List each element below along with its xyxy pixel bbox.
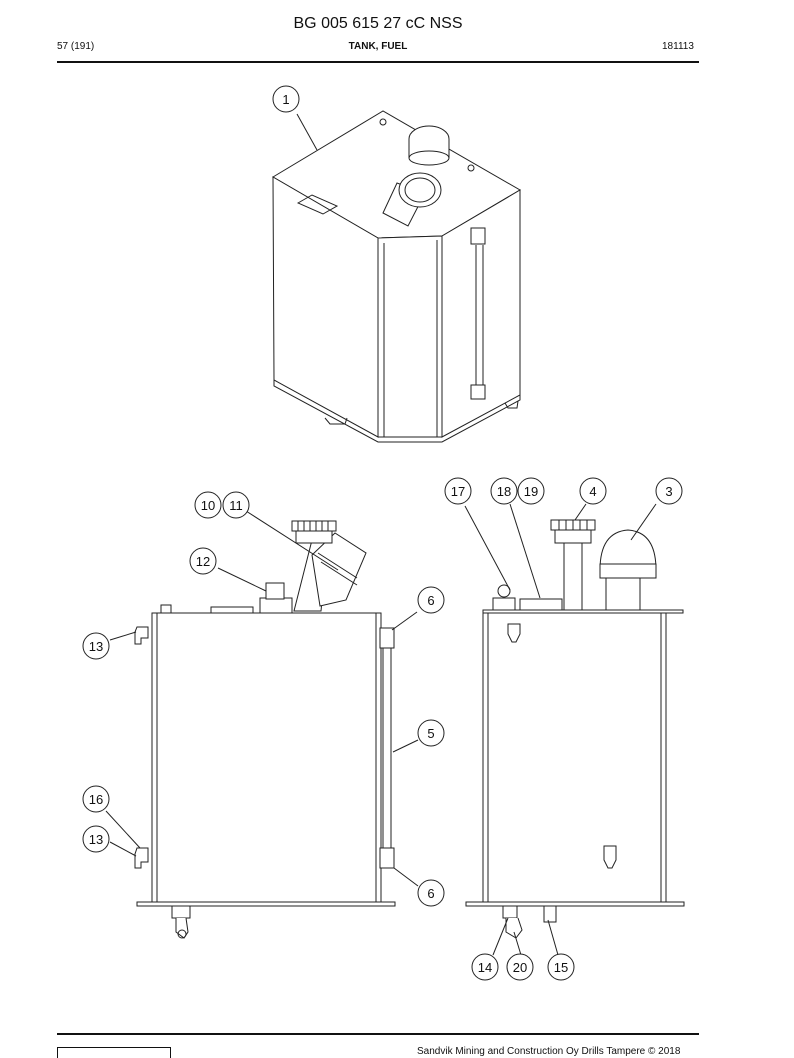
callout-label: 6 <box>427 593 434 608</box>
isometric-tank-view <box>272 110 521 443</box>
callout-label: 20 <box>513 960 527 975</box>
callout-1: 1 <box>272 85 300 113</box>
callout-15: 15 <box>547 953 575 981</box>
callout-label: 13 <box>89 832 103 847</box>
front-view-tank <box>465 519 685 939</box>
callout-label: 15 <box>554 960 568 975</box>
callout-label: 18 <box>497 484 511 499</box>
callout-16: 16 <box>82 785 110 813</box>
callout-label: 19 <box>524 484 538 499</box>
callout-11: 11 <box>222 491 250 519</box>
callout-label: 16 <box>89 792 103 807</box>
document-title: BG 005 615 27 cC NSS <box>293 15 463 32</box>
section-title: TANK, FUEL <box>348 41 408 52</box>
footer-copyright: Sandvik Mining and Construction Oy Drill… <box>417 1046 681 1057</box>
callout-label: 5 <box>427 726 434 741</box>
callout-3: 3 <box>655 477 683 505</box>
callout-label: 11 <box>229 498 243 513</box>
callout-18: 18 <box>490 477 518 505</box>
callout-10: 10 <box>194 491 222 519</box>
page-reference: 57 (191) <box>57 41 95 52</box>
callout-label: 4 <box>589 484 596 499</box>
callout-label: 6 <box>427 886 434 901</box>
callout-label: 3 <box>665 484 672 499</box>
callout-6-bottom: 6 <box>417 879 445 907</box>
footer-rule <box>57 1033 699 1035</box>
callout-13-top: 13 <box>82 632 110 660</box>
callout-20: 20 <box>506 953 534 981</box>
leader-lines <box>105 113 657 956</box>
callout-14: 14 <box>471 953 499 981</box>
header-rule <box>57 61 699 63</box>
side-view-tank <box>134 520 396 939</box>
callout-label: 10 <box>201 498 215 513</box>
callout-label: 12 <box>196 554 210 569</box>
callout-4: 4 <box>579 477 607 505</box>
callout-12: 12 <box>189 547 217 575</box>
callout-label: 14 <box>478 960 492 975</box>
callout-label: 13 <box>89 639 103 654</box>
callout-5: 5 <box>417 719 445 747</box>
callout-label: 1 <box>282 92 289 107</box>
callout-17: 17 <box>444 477 472 505</box>
callout-13-bottom: 13 <box>82 825 110 853</box>
fuel-tank-drawing: 1 3 4 5 6 6 10 11 12 13 16 13 <box>82 85 685 981</box>
callout-6-top: 6 <box>417 586 445 614</box>
callout-19: 19 <box>517 477 545 505</box>
date-code: 181113 <box>662 41 694 52</box>
callout-label: 17 <box>451 484 465 499</box>
